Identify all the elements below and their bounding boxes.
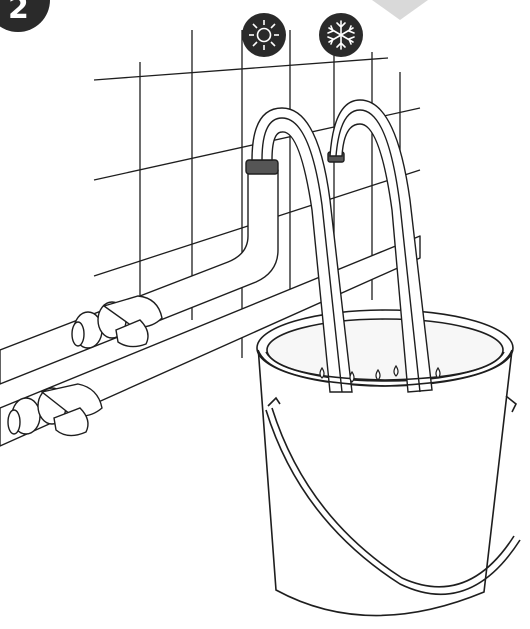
step-number: 2 [8,0,29,26]
corner-marker [372,0,428,20]
bucket-front [257,349,513,387]
lower-valve [7,383,103,437]
drain-hoses [251,99,433,393]
bucket-handle [265,395,521,596]
cold-supply-pipe [0,235,421,447]
bucket-body [257,345,513,617]
sun-icon [249,20,279,50]
cold-water-badge [319,13,363,57]
hot-water-badge [242,13,286,57]
water-droplets [319,364,441,383]
snowflake-icon [327,20,355,50]
cold-drain-hose [329,99,433,393]
hot-fitting [245,159,279,175]
step-badge: 2 [0,0,50,32]
hot-drain-hose [251,107,353,393]
bucket [256,309,514,617]
upper-valve [71,295,163,349]
